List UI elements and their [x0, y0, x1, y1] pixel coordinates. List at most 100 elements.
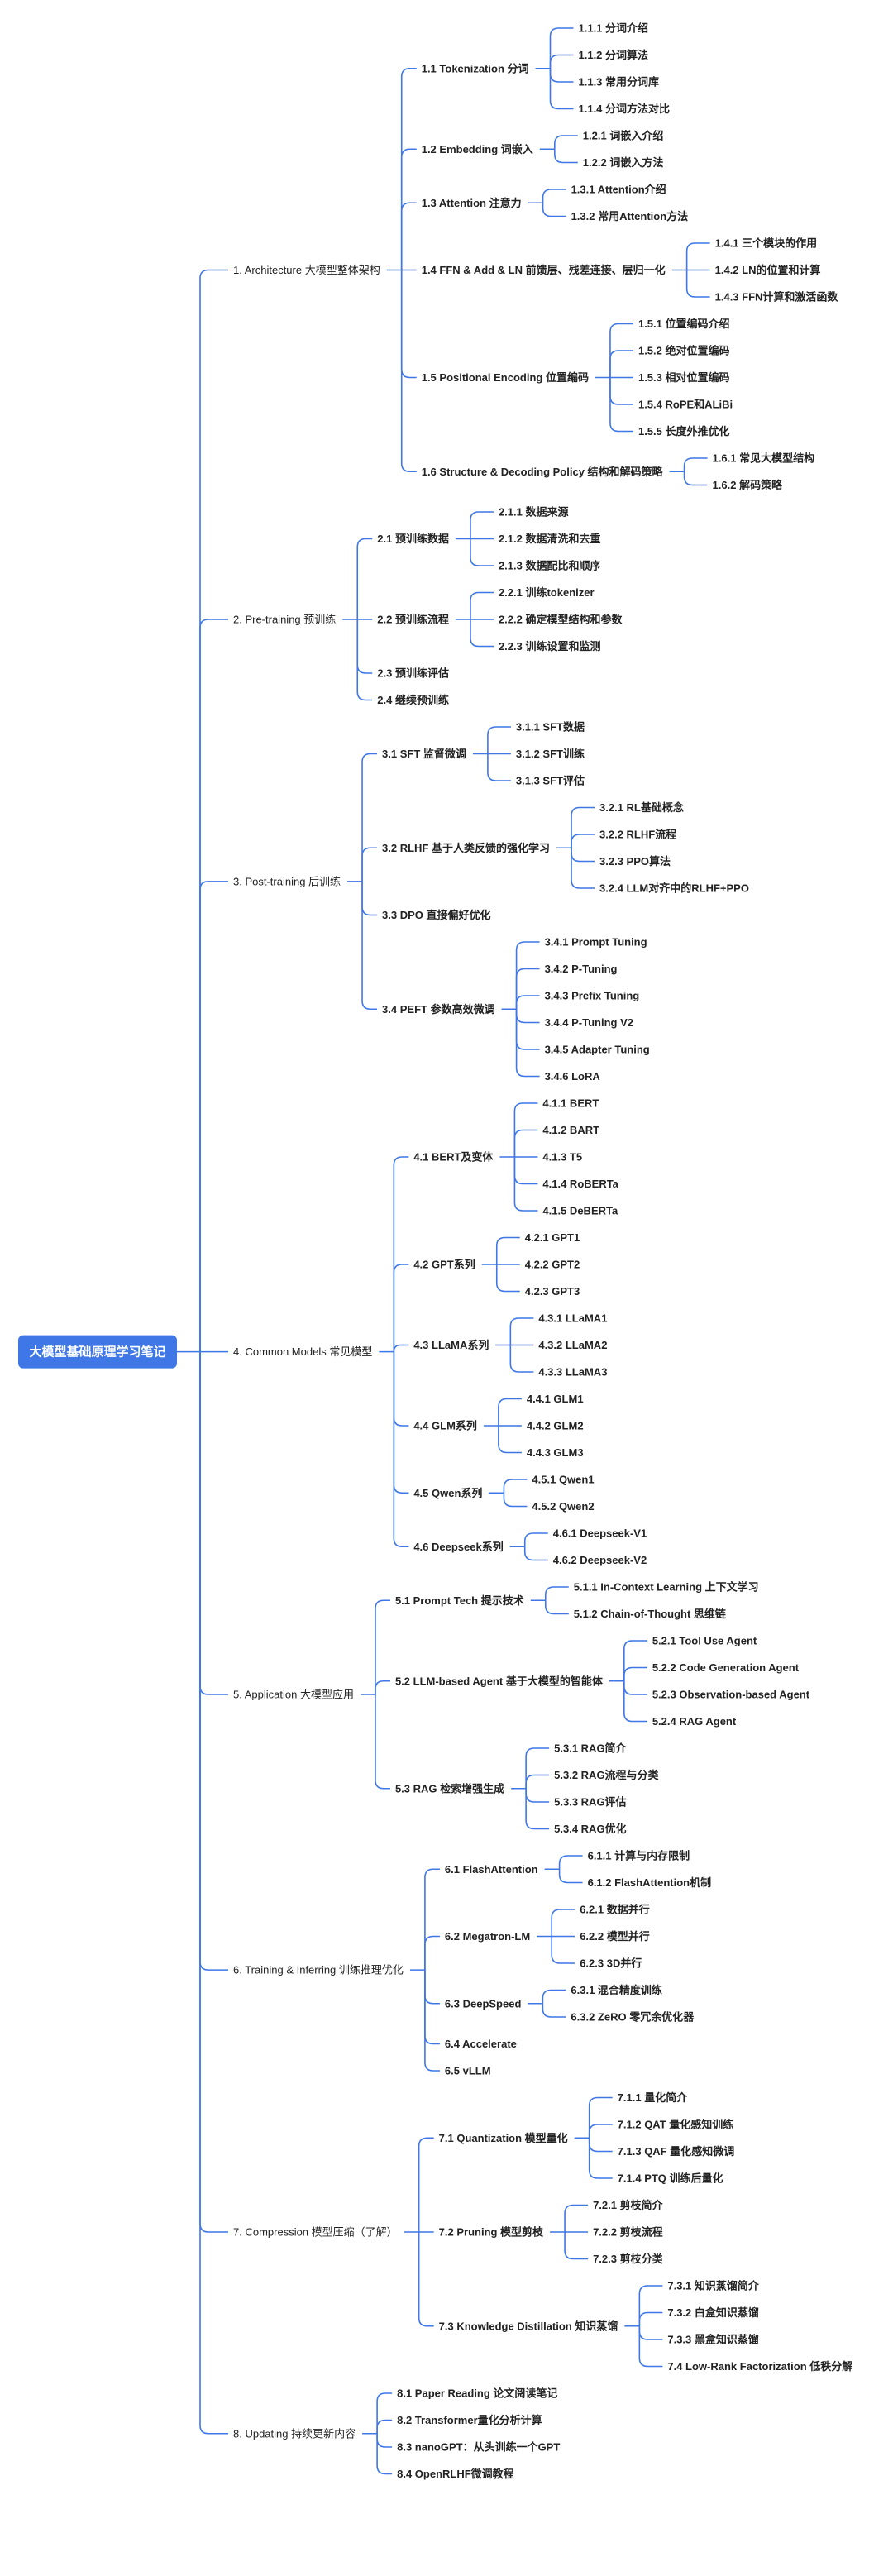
topic-1-5-3[interactable]: 1.5.3 相对位置编码 [638, 371, 730, 384]
topic-3-4-2[interactable]: 3.4.2 P-Tuning [545, 963, 618, 975]
topic-1-5-2[interactable]: 1.5.2 绝对位置编码 [638, 345, 730, 357]
topic-4-5-1[interactable]: 4.5.1 Qwen1 [532, 1474, 594, 1486]
section-3[interactable]: 3. Post-training 后训练 [233, 875, 341, 887]
topic-5-2-4[interactable]: 5.2.4 RAG Agent [652, 1715, 737, 1728]
topic-7-3-1[interactable]: 7.3.1 知识蒸馏简介 [667, 2280, 760, 2292]
topic-6-1[interactable]: 6.1 FlashAttention [445, 1863, 538, 1876]
section-8[interactable]: 8. Updating 持续更新内容 [233, 2427, 356, 2440]
topic-3-1-1[interactable]: 3.1.1 SFT数据 [516, 721, 585, 734]
topic-3-4[interactable]: 3.4 PEFT 参数高效微调 [382, 1003, 495, 1016]
topic-6-2-2[interactable]: 6.2.2 模型并行 [580, 1930, 650, 1943]
topic-4-4[interactable]: 4.4 GLM系列 [413, 1420, 477, 1432]
topic-3-1[interactable]: 3.1 SFT 监督微调 [382, 748, 466, 760]
topic-4-1-2[interactable]: 4.1.2 BART [542, 1124, 599, 1136]
topic-3-4-4[interactable]: 3.4.4 P-Tuning V2 [545, 1016, 633, 1029]
topic-4-2-2[interactable]: 4.2.2 GPT2 [525, 1259, 580, 1271]
topic-4-4-3[interactable]: 4.4.3 GLM3 [527, 1446, 584, 1459]
topic-3-4-3[interactable]: 3.4.3 Prefix Tuning [545, 990, 640, 1002]
topic-3-3[interactable]: 3.3 DPO 直接偏好优化 [382, 909, 490, 921]
topic-8-2[interactable]: 8.2 Transformer量化分析计算 [397, 2414, 542, 2426]
topic-3-2[interactable]: 3.2 RLHF 基于人类反馈的强化学习 [382, 842, 550, 854]
topic-1-1[interactable]: 1.1 Tokenization 分词 [422, 62, 529, 74]
topic-6-1-2[interactable]: 6.1.2 FlashAttention机制 [588, 1876, 712, 1889]
topic-2-1-3[interactable]: 2.1.3 数据配比和顺序 [499, 560, 601, 572]
topic-5-1[interactable]: 5.1 Prompt Tech 提示技术 [395, 1594, 524, 1607]
topic-3-4-5[interactable]: 3.4.5 Adapter Tuning [545, 1044, 650, 1056]
topic-1-5-1[interactable]: 1.5.1 位置编码介绍 [638, 318, 730, 330]
topic-6-2-3[interactable]: 6.2.3 3D并行 [580, 1957, 642, 1970]
section-2[interactable]: 2. Pre-training 预训练 [233, 614, 336, 626]
topic-7-1-4[interactable]: 7.1.4 PTQ 训练后量化 [618, 2172, 723, 2185]
section-7[interactable]: 7. Compression 模型压缩（了解） [233, 2226, 398, 2239]
topic-5-1-2[interactable]: 5.1.2 Chain-of-Thought 思维链 [574, 1608, 727, 1620]
topic-4-2-1[interactable]: 4.2.1 GPT1 [525, 1231, 580, 1244]
topic-8-4[interactable]: 8.4 OpenRLHF微调教程 [397, 2468, 514, 2480]
section-1[interactable]: 1. Architecture 大模型整体架构 [233, 264, 380, 276]
topic-1-1-2[interactable]: 1.1.2 分词算法 [579, 49, 649, 61]
topic-7-4[interactable]: 7.4 Low-Rank Factorization 低秩分解 [667, 2360, 852, 2373]
topic-1-6[interactable]: 1.6 Structure & Decoding Policy 结构和解码策略 [422, 466, 664, 478]
topic-1-1-1[interactable]: 1.1.1 分词介绍 [579, 22, 649, 35]
topic-1-6-2[interactable]: 1.6.2 解码策略 [713, 479, 784, 491]
topic-3-4-1[interactable]: 3.4.1 Prompt Tuning [545, 936, 647, 949]
section-4[interactable]: 4. Common Models 常见模型 [233, 1345, 372, 1358]
topic-2-1-2[interactable]: 2.1.2 数据清洗和去重 [499, 533, 601, 545]
topic-4-5-2[interactable]: 4.5.2 Qwen2 [532, 1500, 594, 1513]
topic-5-3[interactable]: 5.3 RAG 检索增强生成 [395, 1782, 504, 1795]
topic-8-1[interactable]: 8.1 Paper Reading 论文阅读笔记 [397, 2387, 557, 2400]
topic-7-3[interactable]: 7.3 Knowledge Distillation 知识蒸馏 [439, 2320, 618, 2332]
topic-4-3[interactable]: 4.3 LLaMA系列 [413, 1339, 489, 1351]
topic-1-4-2[interactable]: 1.4.2 LN的位置和计算 [715, 264, 821, 276]
topic-1-2-2[interactable]: 1.2.2 词嵌入方法 [583, 156, 664, 169]
topic-5-2-1[interactable]: 5.2.1 Tool Use Agent [652, 1635, 757, 1647]
topic-4-1-5[interactable]: 4.1.5 DeBERTa [542, 1205, 618, 1217]
topic-8-3[interactable]: 8.3 nanoGPT：从头训练一个GPT [397, 2441, 560, 2454]
topic-7-2[interactable]: 7.2 Pruning 模型剪枝 [439, 2226, 544, 2239]
topic-1-5-5[interactable]: 1.5.5 长度外推优化 [638, 425, 730, 437]
topic-4-4-2[interactable]: 4.4.2 GLM2 [527, 1420, 584, 1432]
section-5[interactable]: 5. Application 大模型应用 [233, 1689, 354, 1701]
topic-7-1-2[interactable]: 7.1.2 QAT 量化感知训练 [618, 2119, 734, 2131]
topic-4-1-3[interactable]: 4.1.3 T5 [542, 1151, 582, 1164]
topic-1-5[interactable]: 1.5 Positional Encoding 位置编码 [422, 371, 589, 384]
topic-1-4-3[interactable]: 1.4.3 FFN计算和激活函数 [715, 291, 839, 303]
topic-5-2[interactable]: 5.2 LLM-based Agent 基于大模型的智能体 [395, 1675, 604, 1687]
topic-6-2-1[interactable]: 6.2.1 数据并行 [580, 1904, 650, 1916]
topic-1-1-4[interactable]: 1.1.4 分词方法对比 [579, 103, 671, 115]
topic-4-3-3[interactable]: 4.3.3 LLaMA3 [538, 1366, 607, 1379]
topic-1-5-4[interactable]: 1.5.4 RoPE和ALiBi [638, 399, 733, 411]
topic-6-5[interactable]: 6.5 vLLM [445, 2065, 491, 2077]
topic-3-1-3[interactable]: 3.1.3 SFT评估 [516, 775, 585, 787]
topic-1-3-1[interactable]: 1.3.1 Attention介绍 [571, 184, 666, 196]
topic-2-3[interactable]: 2.3 预训练评估 [377, 667, 449, 680]
topic-5-3-2[interactable]: 5.3.2 RAG流程与分类 [554, 1769, 659, 1781]
topic-7-1-1[interactable]: 7.1.1 量化简介 [618, 2091, 689, 2104]
topic-4-1[interactable]: 4.1 BERT及变体 [413, 1151, 494, 1164]
topic-2-1[interactable]: 2.1 预训练数据 [377, 533, 449, 545]
topic-6-3-2[interactable]: 6.3.2 ZeRO 零冗余优化器 [571, 2011, 695, 2024]
topic-5-2-3[interactable]: 5.2.3 Observation-based Agent [652, 1689, 810, 1701]
topic-4-2[interactable]: 4.2 GPT系列 [413, 1259, 475, 1271]
topic-1-4[interactable]: 1.4 FFN & Add & LN 前馈层、残差连接、层归一化 [422, 264, 666, 276]
topic-1-2[interactable]: 1.2 Embedding 词嵌入 [422, 143, 533, 155]
topic-2-2-3[interactable]: 2.2.3 训练设置和监测 [499, 640, 601, 652]
topic-4-5[interactable]: 4.5 Qwen系列 [413, 1487, 482, 1499]
topic-4-1-4[interactable]: 4.1.4 RoBERTa [542, 1178, 618, 1190]
section-6[interactable]: 6. Training & Inferring 训练推理优化 [233, 1964, 404, 1976]
topic-3-2-1[interactable]: 3.2.1 RL基础概念 [599, 801, 684, 814]
topic-4-4-1[interactable]: 4.4.1 GLM1 [527, 1393, 584, 1405]
topic-3-2-4[interactable]: 3.2.4 LLM对齐中的RLHF+PPO [599, 882, 749, 895]
topic-4-6-2[interactable]: 4.6.2 Deepseek-V2 [553, 1554, 647, 1566]
topic-6-4[interactable]: 6.4 Accelerate [445, 2038, 517, 2050]
root-node[interactable]: 大模型基础原理学习笔记 [18, 1335, 177, 1369]
topic-7-2-3[interactable]: 7.2.3 剪枝分类 [593, 2253, 664, 2265]
topic-2-2-1[interactable]: 2.2.1 训练tokenizer [499, 586, 595, 599]
topic-6-3-1[interactable]: 6.3.1 混合精度训练 [571, 1984, 662, 1996]
topic-1-2-1[interactable]: 1.2.1 词嵌入介绍 [583, 130, 664, 142]
topic-3-4-6[interactable]: 3.4.6 LoRA [545, 1070, 601, 1082]
topic-3-2-2[interactable]: 3.2.2 RLHF流程 [599, 829, 676, 841]
topic-5-3-3[interactable]: 5.3.3 RAG评估 [554, 1796, 626, 1809]
topic-5-1-1[interactable]: 5.1.1 In-Context Learning 上下文学习 [574, 1581, 759, 1594]
topic-6-1-1[interactable]: 6.1.1 计算与内存限制 [588, 1850, 690, 1862]
topic-4-6-1[interactable]: 4.6.1 Deepseek-V1 [553, 1527, 647, 1540]
